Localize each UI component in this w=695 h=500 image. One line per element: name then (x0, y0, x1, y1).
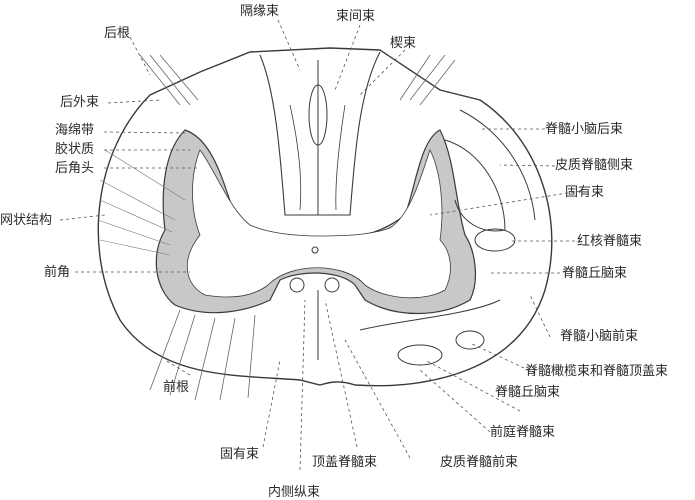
label-ventral-spinocerebellar: 脊髓小脑前束 (560, 328, 638, 344)
label-anterior-root: 前根 (163, 379, 189, 395)
dorsal-spinocerebellar-region (459, 109, 536, 221)
septomarginal-oval (308, 84, 328, 146)
label-proper-fasciculus-left: 固有束 (220, 447, 259, 462)
mlf-right (324, 277, 340, 293)
label-rubrospinal: 红核脊髓束 (577, 233, 642, 249)
label-proper-fasciculus-right: 固有束 (565, 185, 604, 200)
cord-outline (97, 47, 553, 387)
central-canal (311, 246, 319, 254)
spinothalamic-lower-oval (397, 344, 443, 366)
label-posterior-root: 后根 (104, 26, 130, 41)
label-spinothalamic-lower: 脊髓丘脑束 (495, 385, 560, 400)
label-anterior-vestibulospinal: 前庭脊髓束 (490, 424, 555, 440)
olivary-tectal-oval (455, 330, 485, 350)
label-reticular: 网状结构 (0, 213, 52, 228)
label-anterior-horn: 前角 (44, 264, 70, 280)
label-medial-longitudinal: 内侧纵束 (268, 484, 320, 500)
posterior-root-fibers (139, 54, 456, 106)
label-interfascicular: 束间束 (336, 9, 375, 24)
label-anterior-corticospinal: 皮质脊髓前束 (440, 454, 518, 470)
lateral-corticospinal-region (444, 139, 506, 232)
label-spino-olivary-tectal: 脊髓橄榄束和脊髓顶盖束 (525, 363, 668, 379)
label-lateral-corticospinal: 皮质脊髓侧束 (555, 158, 633, 173)
wedge-fibers-left (289, 104, 302, 211)
label-tectospinal: 顶盖脊髓束 (312, 455, 377, 470)
label-dorsal-horn-head: 后角头 (55, 161, 94, 176)
label-gelatinosa: 胶状质 (55, 141, 94, 157)
rubrospinal-oval (474, 228, 516, 252)
mlf-left (289, 277, 305, 293)
label-septomarginal: 隔缘束 (240, 4, 279, 19)
gray-matter-core (186, 148, 451, 299)
leader-lines (59, 19, 581, 471)
wedge-fibers-right (335, 104, 346, 211)
ventral-tract-outline (359, 299, 501, 331)
label-wedge: 楔束 (390, 36, 416, 51)
label-spongy-zone: 海绵带 (55, 123, 94, 138)
posterior-funiculus (259, 51, 381, 216)
label-dorsal-spinocerebellar: 脊髓小脑后束 (545, 122, 623, 137)
label-dorsolateral: 后外束 (60, 95, 99, 110)
anterior-root-fibers (149, 309, 256, 401)
label-spinothalamic: 脊髓丘脑束 (562, 266, 627, 281)
reticular-fibers (97, 149, 186, 256)
